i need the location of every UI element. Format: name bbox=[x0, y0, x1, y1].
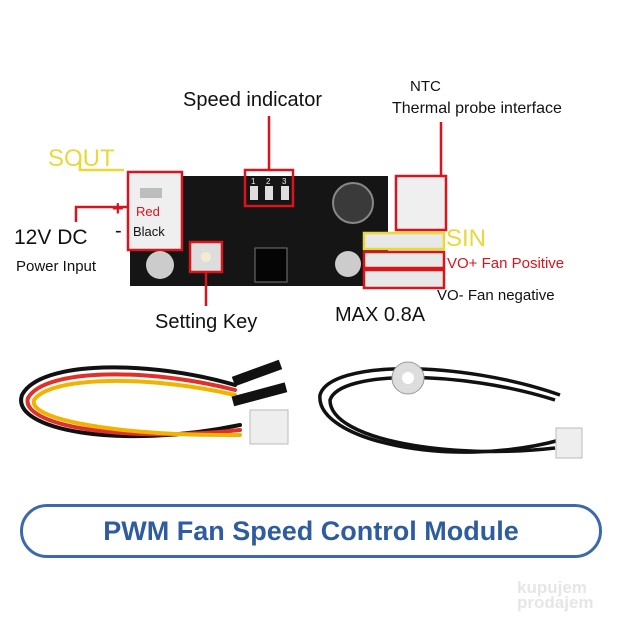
capacitor bbox=[146, 251, 174, 279]
banner-title: PWM Fan Speed Control Module bbox=[103, 515, 519, 546]
minus-label: - bbox=[115, 220, 122, 242]
fan-header-vo-minus bbox=[362, 268, 446, 290]
fan-header-vo-plus bbox=[362, 250, 446, 270]
thermal-probe-label: Thermal probe interface bbox=[392, 100, 562, 117]
speed-indicator-label: Speed indicator bbox=[183, 89, 322, 111]
fan-cable bbox=[19, 365, 242, 439]
sout-label: SOUT bbox=[48, 145, 115, 172]
vo-minus-label: VO- Fan negative bbox=[437, 287, 555, 304]
led-number: 2 bbox=[266, 177, 271, 186]
setting-key-label: Setting Key bbox=[155, 311, 258, 333]
ntc-connector bbox=[394, 174, 448, 232]
led-number: 1 bbox=[251, 177, 256, 186]
black-wire-label: Black bbox=[133, 224, 165, 239]
ntc-label: NTC bbox=[410, 78, 441, 95]
power-input-label: Power Input bbox=[16, 258, 97, 275]
led-number: 3 bbox=[282, 177, 287, 186]
sin-label: SIN bbox=[446, 225, 487, 252]
vo-plus-label: VO+ Fan Positive bbox=[447, 255, 565, 272]
power-connector bbox=[126, 170, 184, 252]
ntc-cable bbox=[318, 367, 561, 454]
title-banner: PWM Fan Speed Control Module bbox=[20, 504, 602, 558]
plus-label: + bbox=[112, 198, 124, 220]
power-voltage-label: 12V DC bbox=[14, 226, 88, 249]
red-wire-label: Red bbox=[136, 204, 160, 219]
max-current-label: MAX 0.8A bbox=[335, 304, 426, 326]
inductor bbox=[332, 182, 374, 224]
chip bbox=[254, 247, 288, 283]
fan-header-sin bbox=[362, 231, 446, 251]
